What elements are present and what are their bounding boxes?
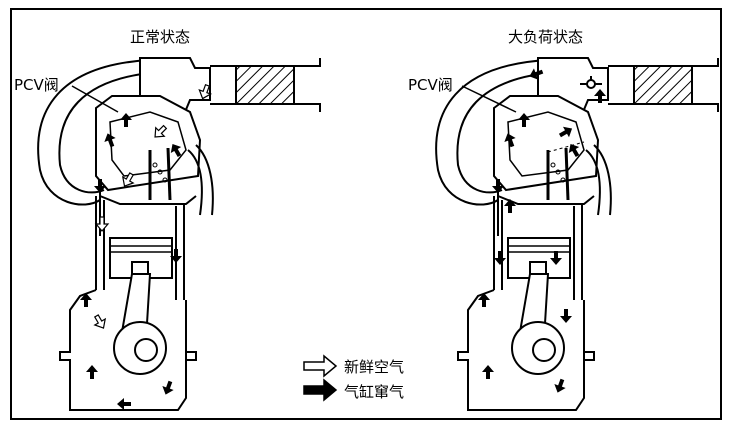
hollow-arrow-icon — [303, 354, 338, 378]
engine-normal-state — [36, 56, 322, 412]
left-title: 正常状态 — [130, 28, 191, 46]
legend-arrows — [303, 354, 338, 402]
legend-fresh-air-label: 新鲜空气 — [344, 358, 405, 376]
pcv-leader-line-right — [461, 85, 517, 113]
engine-heavy-load-state — [434, 56, 720, 412]
pcv-label-right: PCV阀 — [408, 76, 453, 94]
pcv-leader-line-left — [71, 85, 119, 113]
right-title: 大负荷状态 — [508, 28, 584, 46]
solid-arrow-icon — [303, 378, 338, 402]
pcv-label-left: PCV阀 — [14, 76, 59, 94]
legend-blowby-label: 气缸窜气 — [344, 383, 405, 401]
